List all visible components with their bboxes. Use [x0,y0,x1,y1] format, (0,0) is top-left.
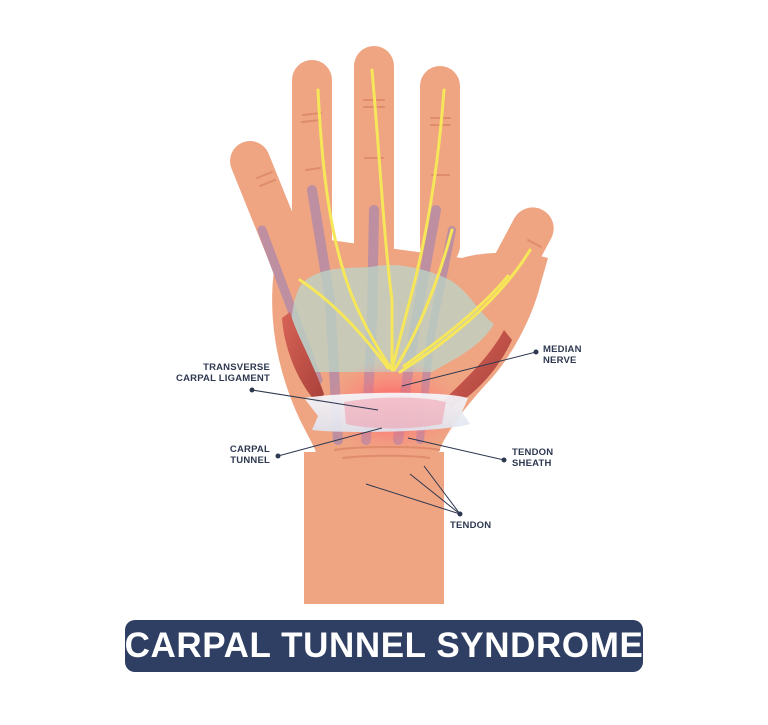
forearm-tendons [337,447,429,565]
median-nerve [298,68,532,374]
label-line: TENDON [450,520,492,531]
finger-index [292,60,332,270]
label-line: SHEATH [512,458,552,469]
thenar-muscle [444,330,512,408]
label-line: NERVE [543,355,577,366]
finger-little [230,141,319,302]
leader-lines [251,351,537,515]
label-tendon-sheath: TENDON SHEATH [512,447,592,469]
label-line: TENDON [512,447,554,458]
label-transverse-carpal-ligament: TRANSVERSE CARPAL LIGAMENT [150,362,270,384]
label-tendon: TENDON [450,520,530,531]
label-line: MEDIAN [543,344,582,355]
label-median-nerve: MEDIAN NERVE [543,344,623,366]
page-title: CARPAL TUNNEL SYNDROME [124,626,644,665]
label-line: TUNNEL [230,455,270,466]
label-line: CARPAL LIGAMENT [176,373,270,384]
label-line: TRANSVERSE [203,362,270,373]
leader-dots [249,349,539,517]
title-banner: CARPAL TUNNEL SYNDROME [125,620,643,672]
label-line: CARPAL [229,444,270,455]
hypothenar-muscle [282,312,324,404]
transverse-carpal-ligament [304,392,470,432]
label-carpal-tunnel: CARPAL TUNNEL [190,444,270,466]
